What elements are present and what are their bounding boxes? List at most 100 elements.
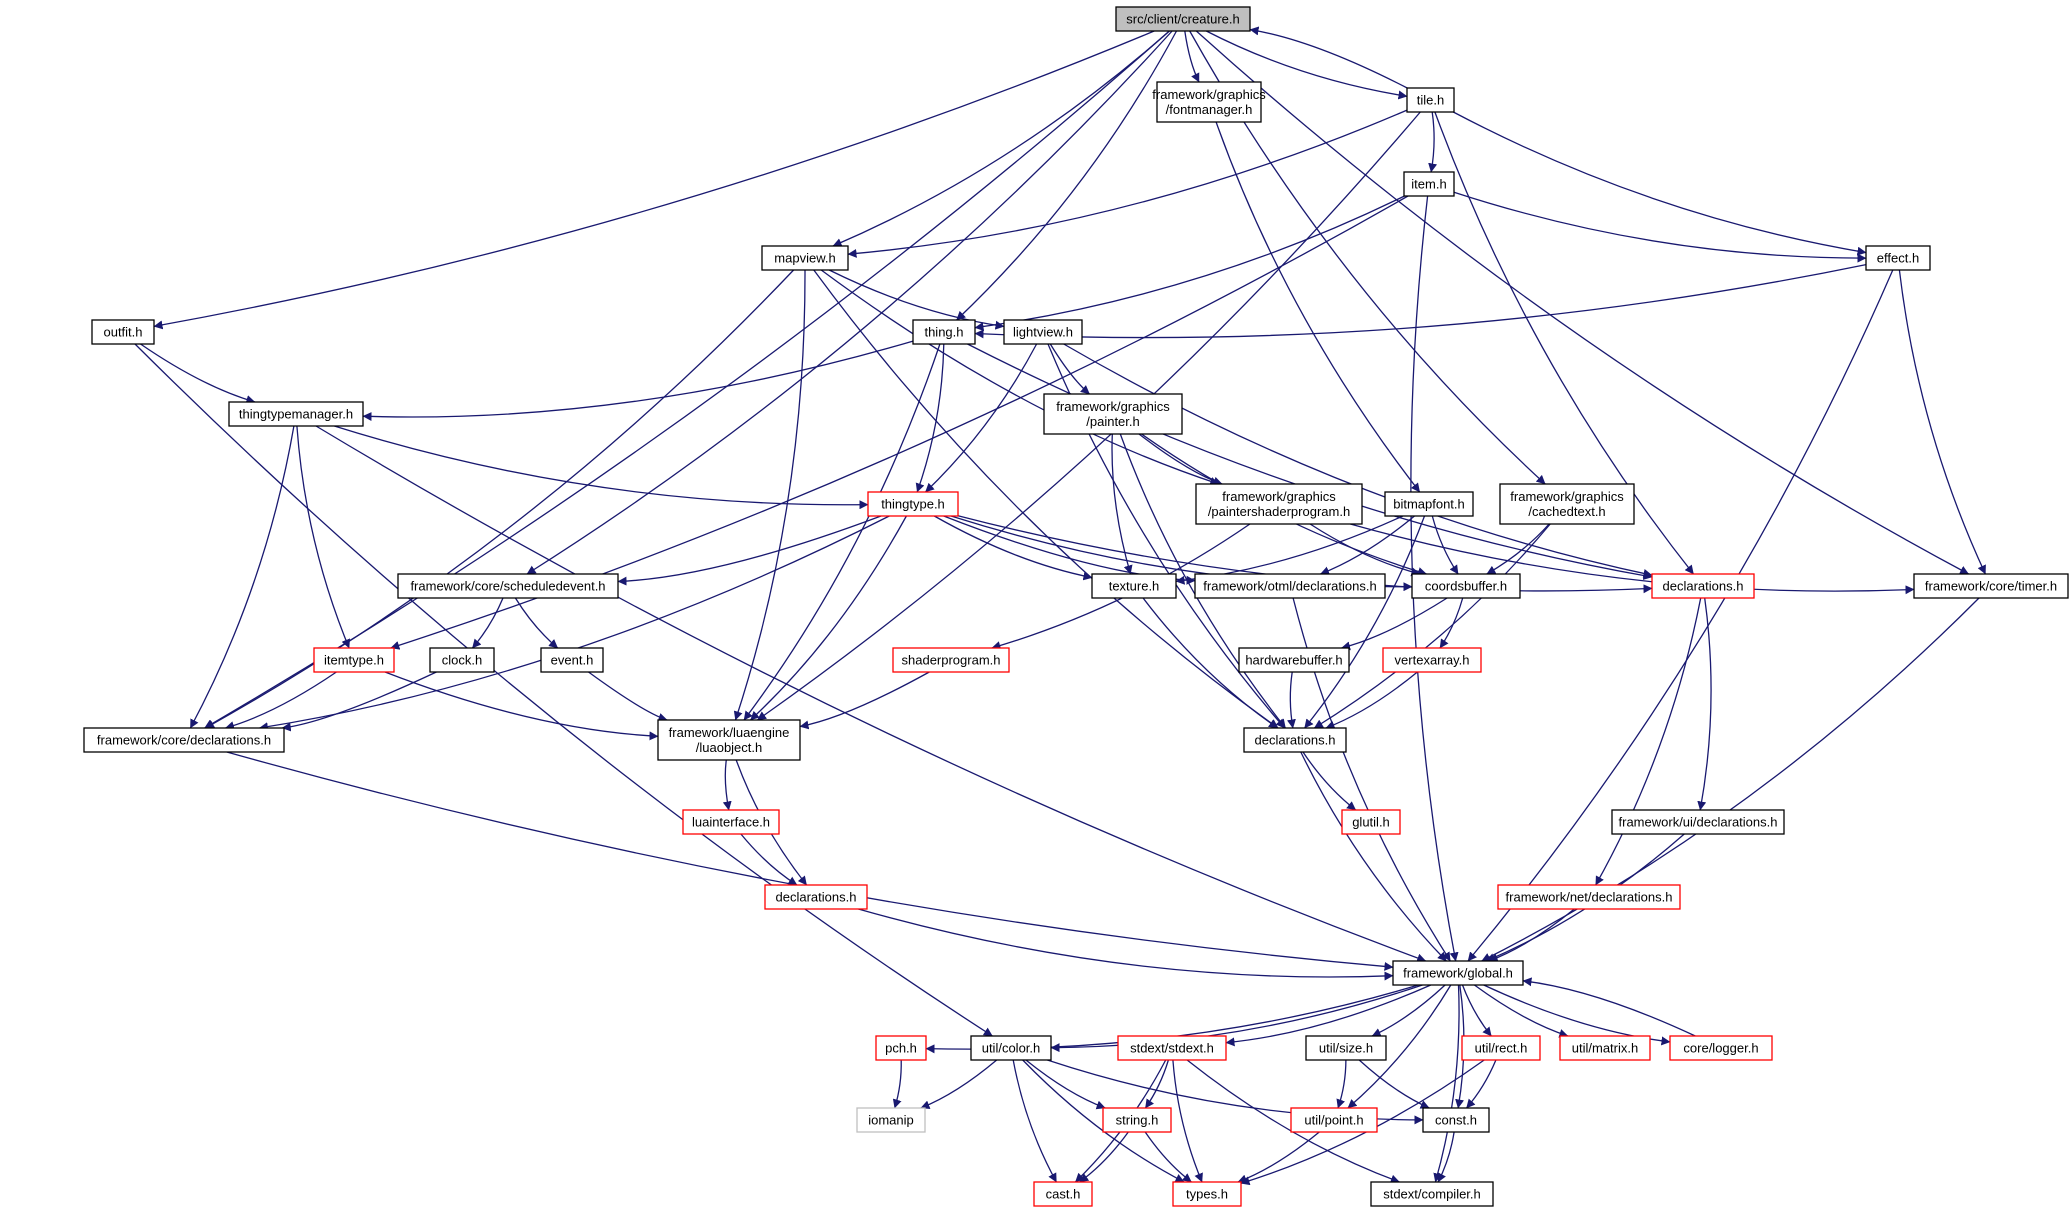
node-box [657, 719, 801, 761]
node-otmldecl[interactable]: framework/otml/declarations.h [1194, 573, 1386, 599]
node-label: util/matrix.h [1572, 1041, 1638, 1056]
node-box [867, 491, 959, 517]
edge-rect-to-const [1466, 1059, 1497, 1109]
node-coordsbuffer[interactable]: coordsbuffer.h [1411, 573, 1521, 599]
node-point[interactable]: util/point.h [1290, 1107, 1378, 1133]
edge-const-to-compiler [1437, 1131, 1455, 1183]
node-coredecl[interactable]: framework/core/declarations.h [83, 727, 285, 753]
edge-mapview-to-lightview [828, 269, 1005, 330]
node-luaobject[interactable]: framework/luaengine/luaobject.h [657, 719, 801, 761]
edge-scheduledevent-to-event [514, 597, 559, 649]
node-label: framework/core/timer.h [1925, 579, 2057, 594]
node-box [1195, 483, 1363, 525]
edge-tile-to-luaobject [757, 111, 1421, 721]
edge-thingtypemanager-to-thingtype [334, 425, 869, 510]
node-bitmapfont[interactable]: bitmapfont.h [1384, 491, 1474, 517]
edge-coredecl-to-global [226, 751, 1394, 971]
node-logger[interactable]: core/logger.h [1669, 1035, 1773, 1061]
dependency-edges [134, 26, 1986, 1186]
edge-size-to-point [1336, 1059, 1347, 1109]
node-label: iomanip [868, 1113, 914, 1128]
node-label: util/rect.h [1475, 1041, 1528, 1056]
node-event[interactable]: event.h [540, 647, 604, 673]
node-cast[interactable]: cast.h [1033, 1181, 1093, 1207]
node-mapview[interactable]: mapview.h [761, 245, 849, 271]
node-uidecl[interactable]: framework/ui/declarations.h [1611, 809, 1785, 835]
node-label: coordsbuffer.h [1425, 579, 1507, 594]
node-label: const.h [1435, 1113, 1477, 1128]
node-string[interactable]: string.h [1102, 1107, 1172, 1133]
node-creature[interactable]: src/client/creature.h [1115, 6, 1251, 32]
node-compiler[interactable]: stdext/compiler.h [1370, 1181, 1494, 1207]
edge-thing-to-thingtype [915, 343, 945, 493]
node-label: hardwarebuffer.h [1245, 653, 1342, 668]
node-box [856, 1107, 926, 1133]
node-label: declarations.h [1663, 579, 1744, 594]
node-lightview[interactable]: lightview.h [1003, 319, 1083, 345]
node-box [1384, 491, 1474, 517]
node-color[interactable]: util/color.h [970, 1035, 1052, 1061]
edge-pch-to-iomanip [892, 1059, 902, 1109]
node-shaderprogram[interactable]: shaderprogram.h [892, 647, 1010, 673]
edge-bitmapfont-to-coordsbuffer [1431, 515, 1459, 575]
node-itemtype[interactable]: itemtype.h [313, 647, 395, 673]
node-box [1411, 573, 1521, 599]
node-thing[interactable]: thing.h [912, 319, 976, 345]
node-thingtypemanager[interactable]: thingtypemanager.h [228, 401, 364, 427]
node-label: stdext/stdext.h [1130, 1041, 1214, 1056]
node-timer[interactable]: framework/core/timer.h [1913, 573, 2069, 599]
node-texture[interactable]: texture.h [1091, 573, 1177, 599]
node-tile[interactable]: tile.h [1406, 87, 1455, 113]
node-clock[interactable]: clock.h [429, 647, 495, 673]
node-pch[interactable]: pch.h [875, 1035, 927, 1061]
node-effect[interactable]: effect.h [1865, 245, 1931, 271]
node-box [83, 727, 285, 753]
node-painter[interactable]: framework/graphics/painter.h [1043, 393, 1183, 435]
edge-itemtype-to-coredecl [225, 671, 337, 730]
node-types[interactable]: types.h [1172, 1181, 1242, 1207]
edge-scheduledevent-to-clock [471, 597, 504, 649]
node-label: framework/global.h [1403, 966, 1513, 981]
node-fontmanager[interactable]: framework/graphics/fontmanager.h [1152, 81, 1266, 123]
node-box [682, 809, 780, 835]
node-gfxdecl[interactable]: declarations.h [1243, 727, 1347, 753]
node-const[interactable]: const.h [1422, 1107, 1490, 1133]
node-box [1243, 727, 1347, 753]
node-thingtype[interactable]: thingtype.h [867, 491, 959, 517]
edge-shaderprogram-to-luaobject [799, 671, 930, 730]
node-label: /painter.h [1086, 414, 1140, 429]
node-hardwarebuffer[interactable]: hardwarebuffer.h [1238, 647, 1350, 673]
edge-gfxdecl-to-glutil [1302, 751, 1357, 811]
node-outfit[interactable]: outfit.h [91, 319, 155, 345]
node-decl_red[interactable]: declarations.h [1651, 573, 1755, 599]
node-size[interactable]: util/size.h [1305, 1035, 1387, 1061]
edge-thingtypemanager-to-itemtype [296, 425, 351, 649]
node-paintershader[interactable]: framework/graphics/paintershaderprogram.… [1195, 483, 1363, 525]
edge-color-to-iomanip [920, 1059, 998, 1109]
node-label: stdext/compiler.h [1383, 1187, 1481, 1202]
node-vertexarray[interactable]: vertexarray.h [1382, 647, 1482, 673]
edge-item-to-effect [1453, 191, 1867, 263]
node-netdecl[interactable]: framework/net/declarations.h [1497, 884, 1681, 910]
node-cachedtext[interactable]: framework/graphics/cachedtext.h [1499, 483, 1635, 525]
node-global[interactable]: framework/global.h [1392, 960, 1524, 986]
edge-mapview-to-gfxdecl [813, 269, 1279, 729]
node-box [970, 1035, 1052, 1061]
node-box [1422, 1107, 1490, 1133]
node-luainterface[interactable]: luainterface.h [682, 809, 780, 835]
node-matrix[interactable]: util/matrix.h [1559, 1035, 1651, 1061]
node-rect[interactable]: util/rect.h [1461, 1035, 1541, 1061]
edge-luaobject-to-luainterface [722, 759, 732, 811]
node-scheduledevent[interactable]: framework/core/scheduledevent.h [397, 573, 619, 599]
node-stdext[interactable]: stdext/stdext.h [1117, 1035, 1227, 1061]
node-box [397, 573, 619, 599]
node-glutil[interactable]: glutil.h [1341, 809, 1401, 835]
node-label: /fontmanager.h [1166, 102, 1253, 117]
edge-outfit-to-color [134, 343, 993, 1037]
edge-paintershader-to-coordsbuffer [1309, 523, 1421, 577]
edge-tile-to-effect [1452, 111, 1867, 256]
edge-logger-to-global [1522, 977, 1696, 1037]
node-item[interactable]: item.h [1403, 171, 1455, 197]
node-luadecl[interactable]: declarations.h [764, 884, 868, 910]
edge-paintershader-to-timer [1350, 523, 1915, 595]
